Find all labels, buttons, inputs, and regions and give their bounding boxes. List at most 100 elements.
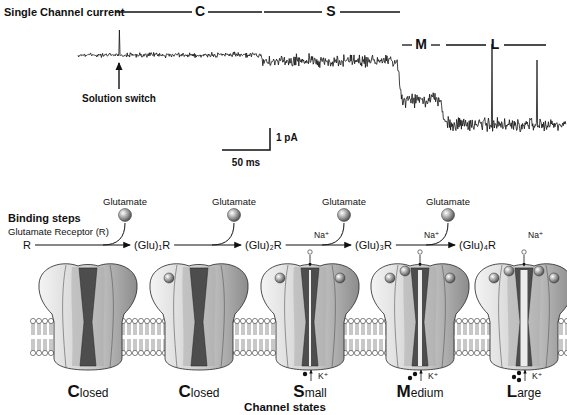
- ligand-label: Glutamate: [212, 197, 256, 207]
- bound-glutamate: [335, 273, 345, 283]
- scale-label: 1 pA: [276, 132, 298, 143]
- ion-arrow: [311, 370, 312, 381]
- bracket-line: [504, 44, 546, 45]
- glutamate-ball: [228, 209, 241, 222]
- row-heading: Channel states: [244, 401, 326, 414]
- sodium-ion: [522, 250, 526, 254]
- receptor-closed: [39, 264, 137, 370]
- row-heading: Binding steps: [8, 212, 81, 224]
- formula-text: (Glu)₄R: [459, 239, 496, 252]
- receptor-body: [371, 264, 469, 370]
- formula-text: R: [23, 239, 31, 252]
- bound-glutamate: [489, 273, 499, 283]
- state-formula: (Glu)₂R: [244, 238, 283, 253]
- state-formula: (Glu)₁R: [133, 238, 171, 253]
- state-letter: M: [415, 37, 427, 52]
- receptor-closed: [150, 264, 248, 370]
- receptor-channels: [39, 264, 567, 370]
- bracket-line: [340, 11, 400, 12]
- bound-glutamate: [549, 273, 559, 283]
- open-pore: [309, 270, 311, 366]
- bound-glutamate: [164, 273, 174, 283]
- ligand-label: Glutamate: [322, 197, 366, 207]
- bracket-line: [115, 11, 192, 12]
- ion-flow: [303, 250, 526, 382]
- potassium-ion: [413, 372, 417, 376]
- state-name: Medium: [397, 383, 444, 402]
- ion-arrow: [420, 255, 421, 266]
- glutamate-ball: [338, 209, 351, 222]
- state-letter: C: [195, 4, 205, 19]
- ion-label: K⁺: [428, 372, 438, 381]
- bound-glutamate: [504, 266, 514, 276]
- formula-text: (Glu)₁R: [134, 239, 170, 252]
- switch-arrow: [118, 63, 119, 89]
- bound-glutamate: [445, 273, 455, 283]
- sodium-ion: [308, 250, 312, 254]
- potassium-ion: [517, 371, 521, 375]
- event-note: Solution switch: [82, 93, 156, 104]
- bound-glutamate: [534, 266, 544, 276]
- potassium-ion: [512, 375, 516, 379]
- ion-label: K⁺: [318, 372, 328, 381]
- axis-title: Single Channel current: [4, 6, 124, 18]
- bound-glutamate: [400, 266, 410, 276]
- receptor-body: [261, 264, 359, 370]
- receptor-body: [39, 264, 137, 370]
- open-pore: [418, 270, 422, 366]
- receptor-small: [261, 264, 359, 370]
- bracket-line: [431, 44, 440, 45]
- potassium-ion: [303, 372, 307, 376]
- receptor-body: [150, 264, 248, 370]
- binding-arrow: [35, 244, 130, 245]
- ligand-label: Glutamate: [103, 197, 147, 207]
- ion-label: K⁺: [532, 372, 542, 381]
- receptor-body: [475, 264, 567, 370]
- ion-label: Na⁺: [314, 231, 329, 240]
- bracket-line: [402, 44, 412, 45]
- state-formula: (Glu)₄R: [458, 238, 497, 253]
- potassium-ion: [408, 376, 412, 380]
- bound-glutamate: [275, 273, 285, 283]
- connectors: [35, 245, 455, 246]
- state-name: Closed: [179, 383, 220, 402]
- bracket-line: [264, 11, 322, 12]
- ligand-label: Glutamate: [426, 197, 470, 207]
- glutamate-ball: [442, 209, 455, 222]
- current-trace: [78, 30, 566, 132]
- state-name: Large: [507, 383, 541, 402]
- potassium-ion: [517, 378, 521, 382]
- binding-arrow: [286, 244, 351, 245]
- glutamate-ball: [119, 209, 132, 222]
- binding-curve: [212, 223, 234, 245]
- receptor-medium: [371, 264, 469, 370]
- scale-label: 50 ms: [232, 157, 260, 168]
- receptor-large: [475, 264, 567, 370]
- state-name: Small: [293, 383, 326, 402]
- ion-arrow: [421, 370, 422, 381]
- ion-arrow: [524, 255, 525, 266]
- state-name: Closed: [68, 383, 109, 402]
- ion-label: Na⁺: [528, 231, 543, 240]
- state-formula: (Glu)₃R: [354, 238, 393, 253]
- bound-glutamate: [385, 273, 395, 283]
- state-letter: L: [491, 37, 500, 52]
- formula-text: (Glu)₂R: [245, 239, 282, 252]
- scale-bar: [222, 128, 270, 150]
- bracket-line: [446, 44, 486, 45]
- open-pore: [521, 270, 528, 366]
- binding-arrow: [396, 244, 455, 245]
- ion-arrow: [310, 255, 311, 266]
- formula-text: (Glu)₃R: [355, 239, 392, 252]
- binding-arrow: [174, 244, 241, 245]
- bracket-line: [208, 11, 262, 12]
- ion-arrow: [525, 370, 526, 381]
- receptor-label: Glutamate Receptor (R): [8, 227, 109, 237]
- sodium-ion: [418, 250, 422, 254]
- ion-label: Na⁺: [424, 231, 439, 240]
